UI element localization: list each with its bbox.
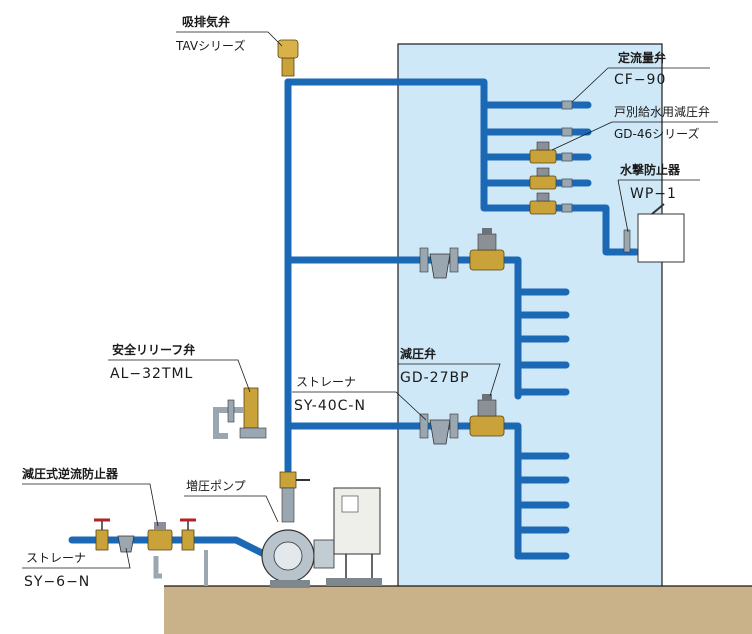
strainer-lower-name: ストレーナ: [26, 551, 86, 565]
flow-fitting: [561, 127, 573, 137]
constant-flow-valve: [561, 100, 573, 110]
backflow-assembly: [94, 518, 208, 586]
strainer-upper-name: ストレーナ: [296, 375, 356, 389]
prv-upper: [469, 228, 505, 271]
ground: [164, 586, 752, 634]
constant-flow-valve-name: 定流量弁: [618, 50, 666, 65]
air-valve: [277, 39, 299, 77]
upper-distribution-pipe: [284, 256, 522, 400]
constant-flow-valves: [561, 100, 573, 213]
water-hammer-arrester-model: WP−1: [630, 186, 677, 202]
leader-lines: [22, 31, 718, 569]
prv-name: 減圧弁: [400, 346, 436, 361]
fixture-tank: [637, 213, 685, 263]
strainer-upper-model: SY-40C-N: [294, 398, 366, 414]
booster-pump-name: 増圧ポンプ: [186, 479, 246, 493]
air-valve-model: TAVシリーズ: [175, 38, 245, 53]
flow-fitting: [561, 203, 573, 213]
lower-distribution-pipe: [284, 422, 522, 560]
household-prv-model: GD-46シリーズ: [614, 126, 700, 141]
strainer-upper: [419, 247, 459, 279]
flow-fitting: [561, 152, 573, 162]
strainer-lower-model: SY−6−N: [24, 574, 90, 590]
safety-relief-valve-model: AL−32TML: [110, 366, 193, 382]
prv-lower: [469, 394, 505, 437]
flow-fitting: [561, 178, 573, 188]
riser-valve: [279, 471, 310, 523]
household-prv-1: [529, 141, 557, 164]
household-prv-2: [529, 167, 557, 190]
safety-relief-valve: [213, 387, 267, 439]
booster-pump: [261, 529, 335, 588]
backflow-preventer-name: 減圧式逆流防止器: [22, 466, 119, 481]
air-valve-name: 吸排気弁: [182, 14, 230, 29]
household-prvs: [529, 141, 557, 215]
household-prv-name: 戸別給水用減圧弁: [614, 104, 710, 119]
strainer-lower-line: [419, 413, 459, 445]
constant-flow-valve-model: CF−90: [614, 72, 666, 88]
water-hammer-arrester-name: 水撃防止器: [620, 162, 681, 177]
control-panel: [326, 487, 382, 586]
water-hammer-arrester: [623, 229, 631, 253]
household-prv-3: [529, 192, 557, 215]
prv-model: GD-27BP: [400, 370, 470, 386]
safety-relief-valve-name: 安全リリーフ弁: [112, 342, 195, 357]
fixture-faucet: [651, 203, 665, 215]
